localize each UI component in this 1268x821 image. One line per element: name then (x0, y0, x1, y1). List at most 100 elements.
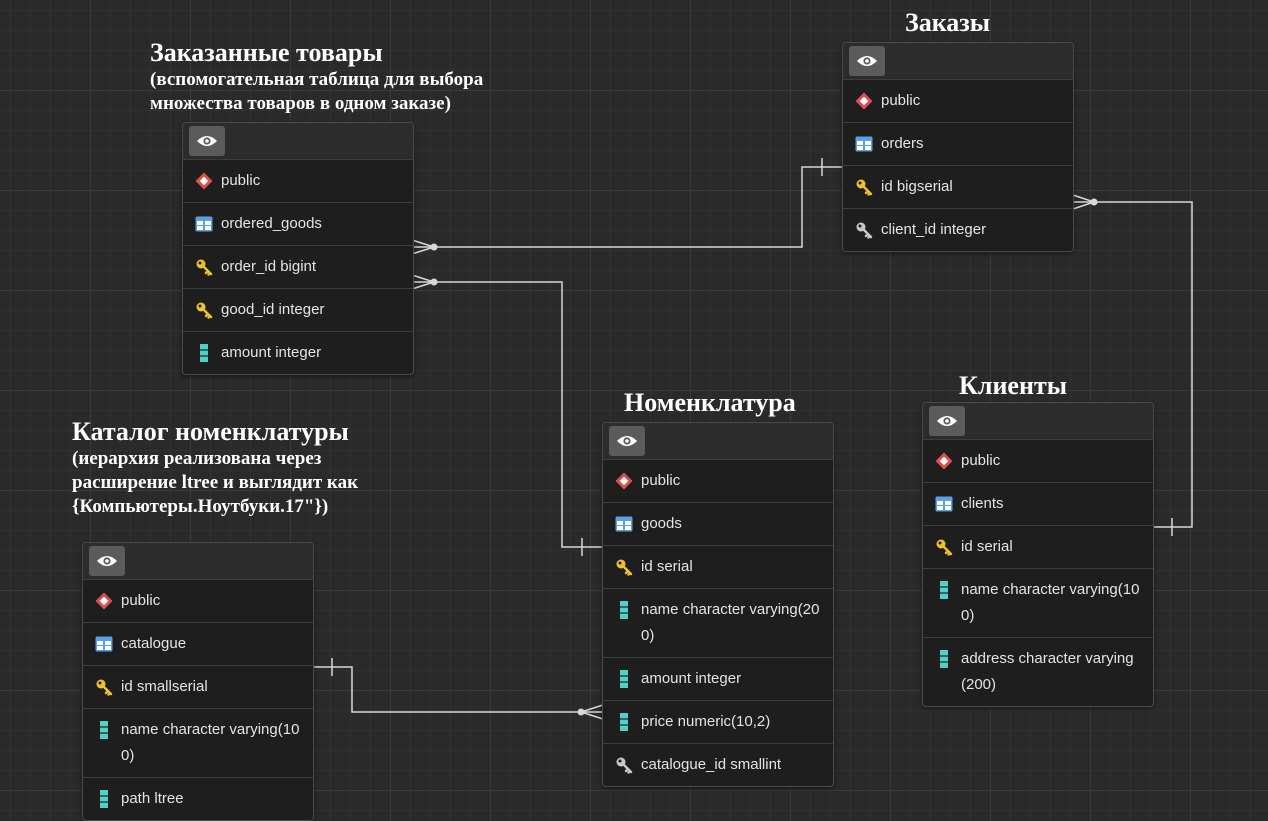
column-label: path ltree (121, 790, 184, 807)
schema-name: public (641, 472, 681, 489)
column-icon (95, 717, 113, 743)
column-label: name character varying(200) (641, 601, 820, 644)
column-label: name character varying(100) (961, 581, 1140, 624)
table-node-catalogue[interactable]: public catalogue id smallserial name cha… (82, 542, 314, 821)
table-name: ordered_goods (221, 215, 322, 232)
column-label: name character varying(100) (121, 721, 300, 764)
heading-title: Каталог номенклатуры (72, 417, 349, 446)
table-icon (615, 511, 633, 537)
heading-goods: Номенклатура (624, 388, 796, 418)
table-name: goods (641, 515, 682, 532)
schema-row[interactable]: public (603, 460, 833, 503)
column-icon (615, 709, 633, 735)
schema-row[interactable]: public (923, 440, 1153, 483)
column-icon (615, 597, 633, 623)
column-row[interactable]: amount integer (183, 332, 413, 374)
primary-key-icon (615, 554, 633, 580)
column-label: good_id integer (221, 301, 325, 318)
column-row[interactable]: amount integer (603, 658, 833, 701)
column-row[interactable]: path ltree (83, 778, 313, 820)
foreign-key-icon (855, 217, 873, 243)
schema-name: public (221, 172, 261, 189)
heading-subtitle: (вспомогательная таблица для выбора множ… (150, 69, 484, 114)
table-icon (855, 131, 873, 157)
foreign-key-icon (195, 297, 213, 323)
table-name: catalogue (121, 635, 187, 652)
heading-title: Номенклатура (624, 388, 796, 417)
table-name-row[interactable]: clients (923, 483, 1153, 526)
table-node-clients[interactable]: public clients id serial name character … (922, 402, 1154, 707)
column-label: amount integer (641, 670, 742, 687)
heading-title: Заказы (905, 8, 991, 37)
heading-title: Клиенты (959, 371, 1068, 400)
column-label: client_id integer (881, 221, 987, 238)
column-label: id smallserial (121, 678, 208, 695)
relationship-lines (314, 158, 1193, 720)
column-icon (935, 646, 953, 672)
column-label: address character varying (200) (961, 650, 1134, 693)
table-node-ordered-goods[interactable]: public ordered_goods order_id bigint goo… (182, 122, 414, 375)
column-row[interactable]: catalogue_id smallint (603, 744, 833, 786)
eye-icon[interactable] (189, 126, 225, 156)
column-label: id serial (641, 558, 693, 575)
eye-icon[interactable] (849, 46, 885, 76)
column-icon (615, 666, 633, 692)
primary-key-icon (855, 174, 873, 200)
column-row[interactable]: client_id integer (843, 209, 1073, 251)
schema-icon (615, 468, 633, 494)
column-label: id bigserial (881, 178, 953, 195)
heading-ordered-goods: Заказанные товары (вспомогательная табли… (150, 38, 483, 116)
column-row[interactable]: price numeric(10,2) (603, 701, 833, 744)
eye-icon[interactable] (929, 406, 965, 436)
table-name-row[interactable]: catalogue (83, 623, 313, 666)
foreign-key-icon (195, 254, 213, 280)
schema-icon (935, 448, 953, 474)
column-icon (95, 786, 113, 812)
column-label: amount integer (221, 344, 322, 361)
column-row[interactable]: name character varying(100) (923, 569, 1153, 638)
table-node-header (183, 123, 413, 160)
link-catalogue-id-to-catalogue (314, 658, 604, 720)
heading-catalogue: Каталог номенклатуры (иерархия реализова… (72, 417, 358, 519)
column-label: id serial (961, 538, 1013, 555)
column-row[interactable]: id smallserial (83, 666, 313, 709)
column-label: price numeric(10,2) (641, 713, 771, 730)
column-icon (935, 577, 953, 603)
table-icon (195, 211, 213, 237)
table-name-row[interactable]: orders (843, 123, 1073, 166)
schema-row[interactable]: public (843, 80, 1073, 123)
column-label: catalogue_id smallint (641, 756, 782, 773)
table-name-row[interactable]: goods (603, 503, 833, 546)
foreign-key-icon (615, 752, 633, 778)
column-row[interactable]: id serial (923, 526, 1153, 569)
primary-key-icon (935, 534, 953, 560)
column-row[interactable]: address character varying (200) (923, 638, 1153, 706)
schema-name: public (881, 92, 921, 109)
column-row[interactable]: name character varying(200) (603, 589, 833, 658)
table-node-orders[interactable]: public orders id bigserial client_id int… (842, 42, 1074, 252)
schema-row[interactable]: public (183, 160, 413, 203)
column-row[interactable]: id bigserial (843, 166, 1073, 209)
table-node-header (83, 543, 313, 580)
column-row[interactable]: order_id bigint (183, 246, 413, 289)
column-icon (195, 340, 213, 366)
primary-key-icon (95, 674, 113, 700)
link-order-id-to-orders (411, 158, 843, 255)
heading-title: Заказанные товары (150, 38, 383, 67)
eye-icon[interactable] (89, 546, 125, 576)
schema-name: public (961, 452, 1001, 469)
column-row[interactable]: good_id integer (183, 289, 413, 332)
heading-clients: Клиенты (959, 371, 1067, 401)
heading-subtitle: (иерархия реализована через расширение l… (72, 448, 359, 517)
table-icon (95, 631, 113, 657)
table-icon (935, 491, 953, 517)
column-label: order_id bigint (221, 258, 317, 275)
link-good-id-to-goods (411, 274, 603, 556)
column-row[interactable]: id serial (603, 546, 833, 589)
column-row[interactable]: name character varying(100) (83, 709, 313, 778)
table-node-goods[interactable]: public goods id serial name character va… (602, 422, 834, 787)
eye-icon[interactable] (609, 426, 645, 456)
table-name-row[interactable]: ordered_goods (183, 203, 413, 246)
schema-row[interactable]: public (83, 580, 313, 623)
schema-icon (195, 168, 213, 194)
